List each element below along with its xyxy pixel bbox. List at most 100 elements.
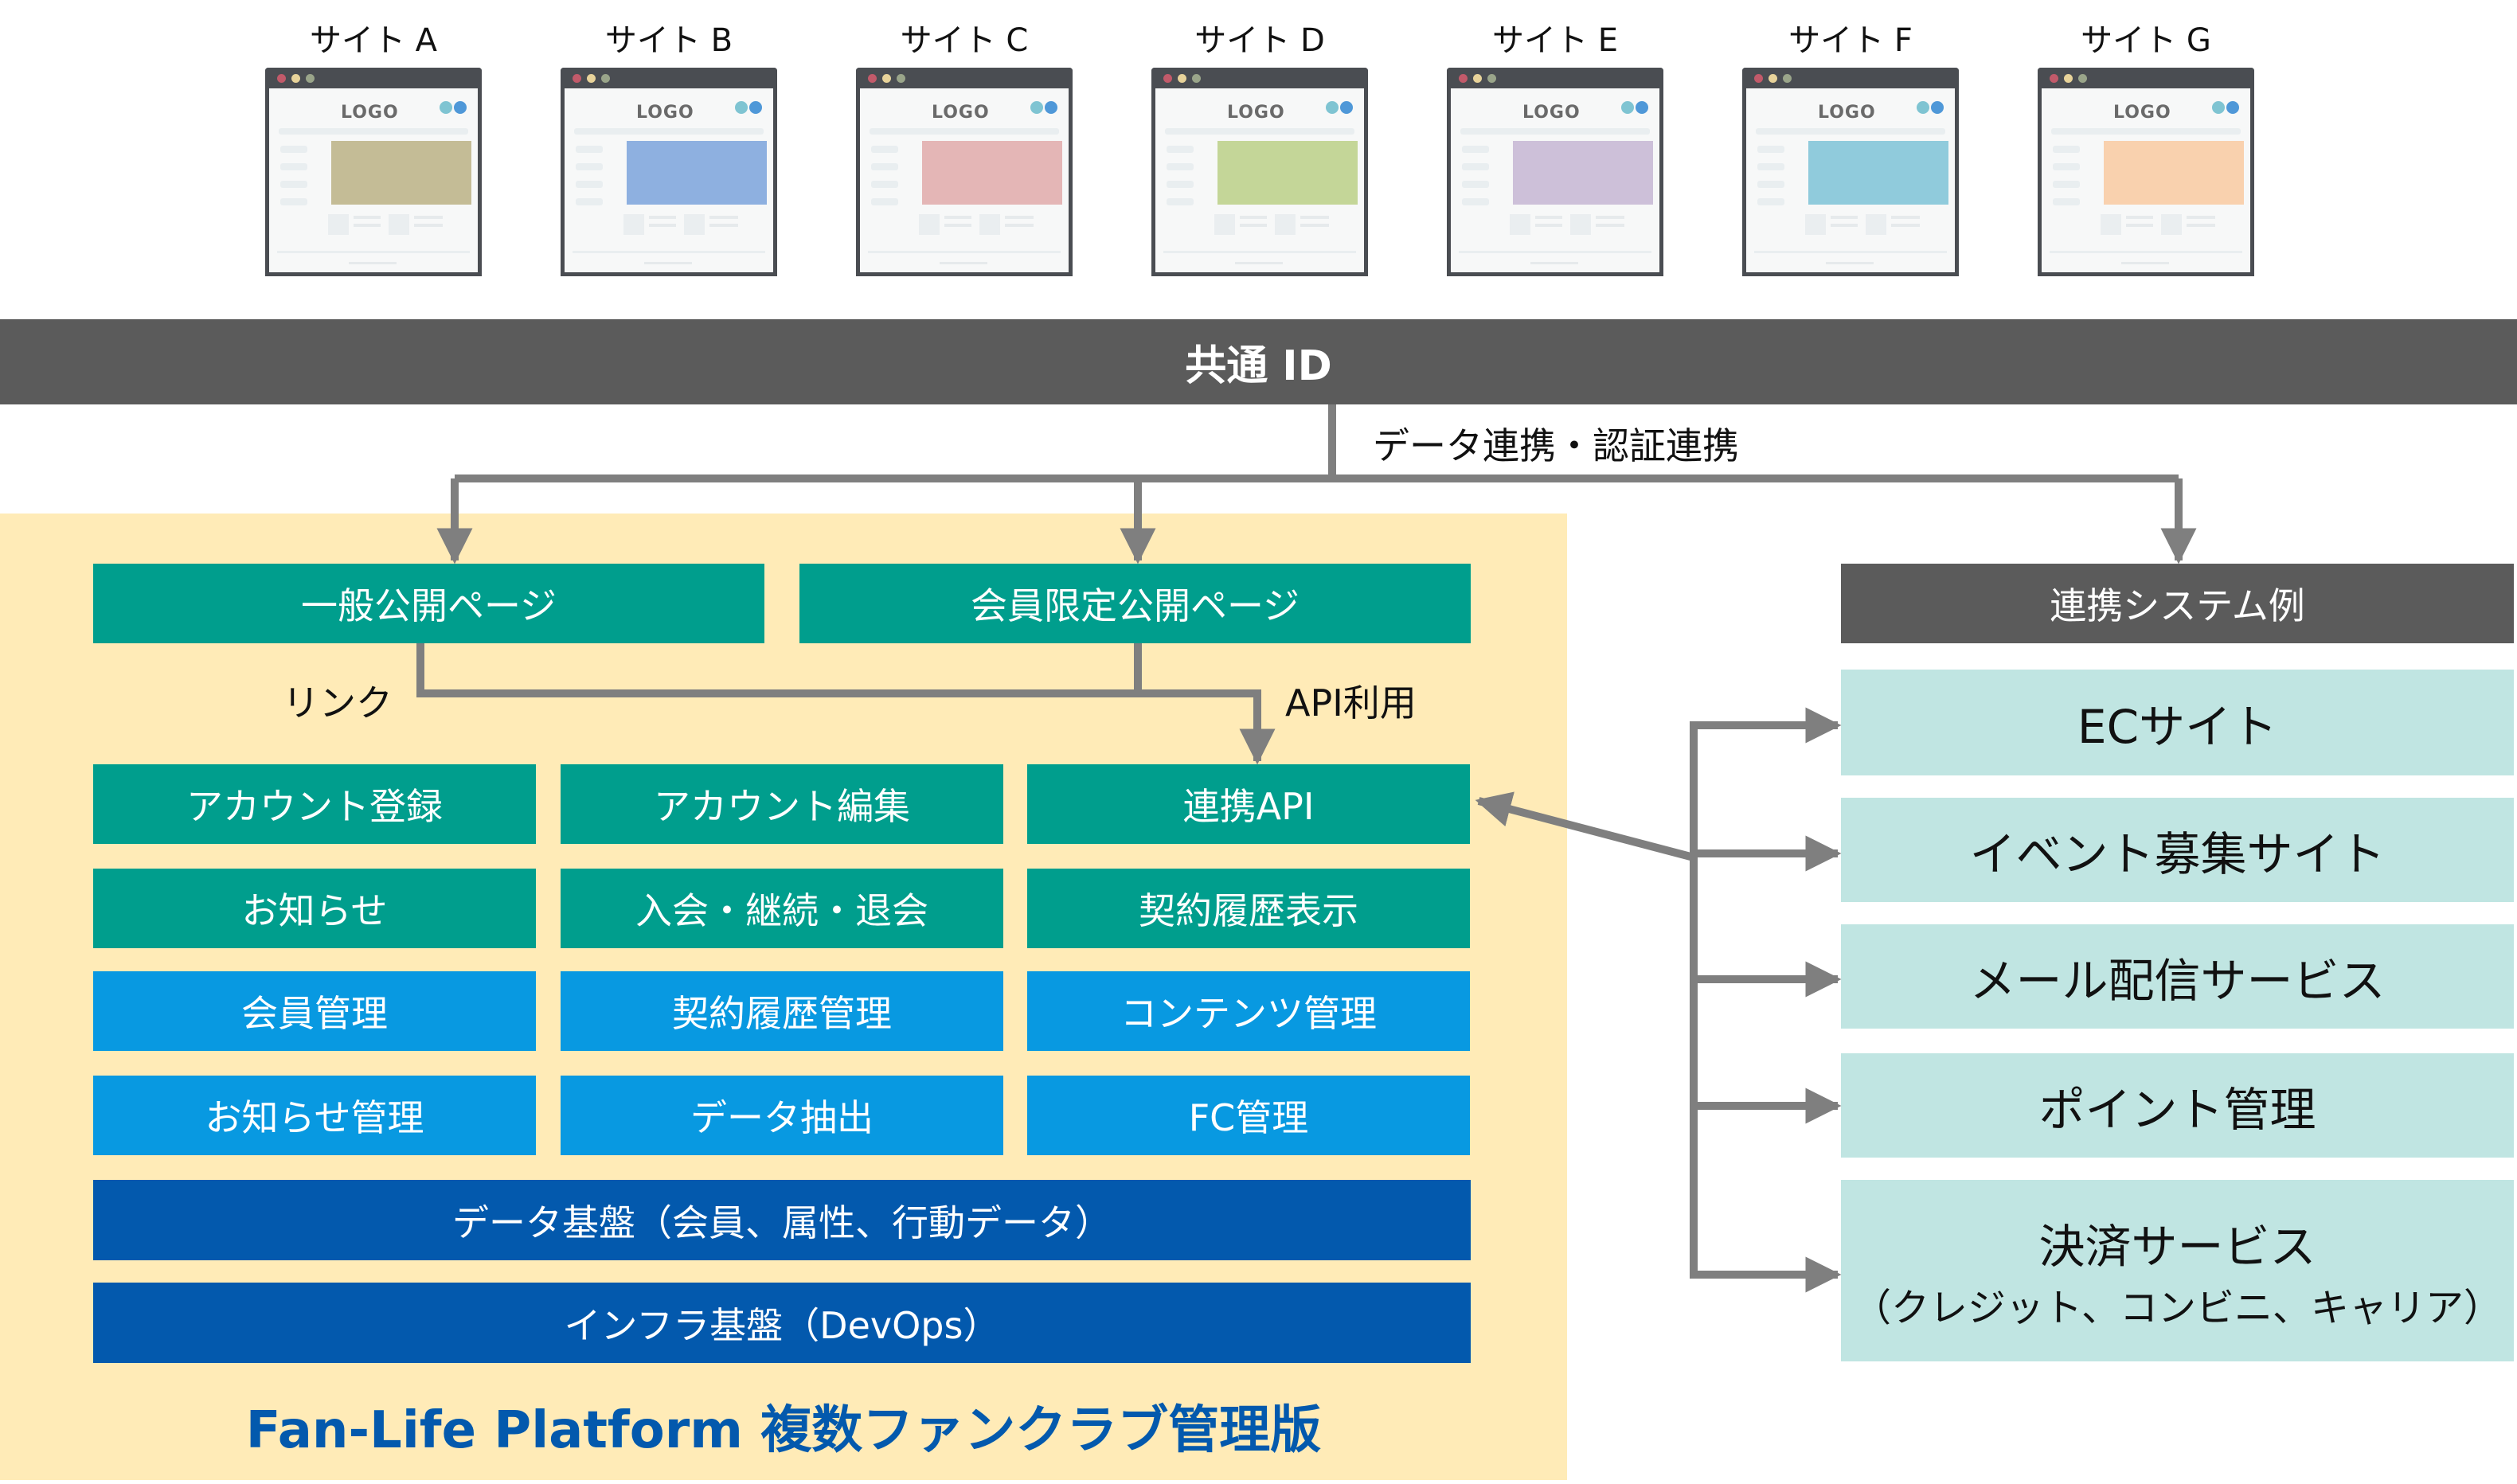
text-placeholder bbox=[2126, 224, 2153, 227]
text-placeholder bbox=[2187, 216, 2215, 219]
text-placeholder bbox=[1005, 224, 1034, 227]
site-label: サイト A bbox=[309, 22, 438, 59]
module-label: アカウント登録 bbox=[186, 785, 443, 828]
module-box: 契約履歴表示 bbox=[1027, 869, 1470, 948]
module-label: 連携API bbox=[1182, 785, 1315, 828]
sidebar-placeholder bbox=[1757, 181, 1784, 188]
sidebar-placeholder bbox=[1167, 198, 1194, 205]
hero-image-placeholder bbox=[922, 141, 1062, 205]
module-label: 会員管理 bbox=[241, 992, 388, 1035]
footer-placeholder bbox=[868, 251, 1061, 253]
window-maximize-dot-icon bbox=[1783, 74, 1792, 83]
text-placeholder bbox=[354, 216, 381, 219]
window-close-dot-icon bbox=[868, 74, 877, 83]
site-logo: LOGO bbox=[932, 103, 990, 123]
linked-system-payment: 決済サービス （クレジット、コンビニ、キャリア） bbox=[1841, 1180, 2514, 1361]
footer-placeholder bbox=[1530, 262, 1578, 264]
hero-image-placeholder bbox=[1217, 141, 1358, 205]
public-page-box: 一般公開ページ bbox=[93, 564, 764, 643]
module-box: 会員管理 bbox=[93, 971, 536, 1051]
social-circle-icon bbox=[749, 101, 762, 114]
linked-system-event: イベント募集サイト bbox=[1841, 798, 2514, 902]
infra-foundation-label: インフラ基盤（DevOps） bbox=[564, 1303, 1000, 1347]
footer-placeholder bbox=[2050, 251, 2242, 253]
sidebar-placeholder bbox=[871, 163, 898, 170]
hero-image-placeholder bbox=[1808, 141, 1948, 205]
sidebar-placeholder bbox=[871, 198, 898, 205]
module-label: FC管理 bbox=[1188, 1096, 1309, 1139]
text-placeholder bbox=[1891, 224, 1920, 227]
linked-system-label: 決済サービス bbox=[2038, 1220, 2316, 1274]
social-circle-icon bbox=[454, 101, 467, 114]
site-window-mockup: LOGO bbox=[1742, 68, 1959, 276]
social-circle-icon bbox=[1621, 101, 1634, 114]
text-placeholder bbox=[1891, 216, 1920, 219]
hero-image-placeholder bbox=[331, 141, 471, 205]
sidebar-placeholder bbox=[1462, 163, 1489, 170]
nav-placeholder bbox=[574, 128, 764, 135]
social-circle-icon bbox=[1045, 101, 1057, 114]
sidebar-placeholder bbox=[280, 198, 307, 205]
sidebar-placeholder bbox=[1757, 198, 1784, 205]
sidebar-placeholder bbox=[576, 198, 603, 205]
linked-systems-header: 連携システム例 bbox=[1841, 564, 2514, 643]
window-minimize-dot-icon bbox=[882, 74, 891, 83]
social-circle-icon bbox=[735, 101, 748, 114]
text-placeholder bbox=[2187, 224, 2215, 227]
browser-titlebar bbox=[1447, 68, 1663, 88]
text-placeholder bbox=[1535, 216, 1562, 219]
data-foundation-label: データ基盤（会員、属性、行動データ） bbox=[452, 1201, 1112, 1244]
browser-titlebar bbox=[561, 68, 777, 88]
thumb-placeholder bbox=[684, 214, 705, 235]
members-only-page-label: 会員限定公開ページ bbox=[970, 584, 1300, 627]
module-label: 入会・継続・退会 bbox=[635, 889, 928, 932]
module-label: お知らせ bbox=[241, 889, 388, 932]
module-box: 連携API bbox=[1027, 764, 1470, 844]
thumb-placeholder bbox=[1214, 214, 1235, 235]
text-placeholder bbox=[1596, 224, 1624, 227]
site-label: サイト C bbox=[900, 22, 1029, 59]
linked-system-label: ECサイト bbox=[2077, 699, 2278, 754]
site-logo: LOGO bbox=[1227, 103, 1285, 123]
nav-placeholder bbox=[1165, 128, 1354, 135]
arrow-to-integration-api bbox=[1475, 791, 1695, 861]
module-label: データ抽出 bbox=[690, 1096, 874, 1139]
linked-system-mail: メール配信サービス bbox=[1841, 924, 2514, 1029]
module-box: FC管理 bbox=[1027, 1076, 1470, 1155]
thumb-placeholder bbox=[2101, 214, 2121, 235]
nav-placeholder bbox=[279, 128, 468, 135]
footer-placeholder bbox=[940, 262, 987, 264]
window-maximize-dot-icon bbox=[306, 74, 315, 83]
social-circle-icon bbox=[440, 101, 452, 114]
nav-placeholder bbox=[870, 128, 1059, 135]
footer-placeholder bbox=[1459, 251, 1651, 253]
text-placeholder bbox=[709, 216, 738, 219]
footer-placeholder bbox=[1754, 251, 1947, 253]
site-label: サイト E bbox=[1492, 22, 1618, 59]
module-label: アカウント編集 bbox=[654, 785, 910, 828]
thumb-placeholder bbox=[623, 214, 644, 235]
window-maximize-dot-icon bbox=[897, 74, 905, 83]
text-placeholder bbox=[649, 224, 676, 227]
text-placeholder bbox=[1831, 224, 1858, 227]
text-placeholder bbox=[944, 216, 971, 219]
window-close-dot-icon bbox=[1459, 74, 1468, 83]
social-circle-icon bbox=[1636, 101, 1648, 114]
site-logo: LOGO bbox=[2113, 103, 2171, 123]
social-circle-icon bbox=[2226, 101, 2239, 114]
browser-titlebar bbox=[856, 68, 1073, 88]
thumb-placeholder bbox=[1570, 214, 1591, 235]
sidebar-placeholder bbox=[576, 163, 603, 170]
text-placeholder bbox=[1535, 224, 1562, 227]
browser-titlebar bbox=[2038, 68, 2254, 88]
sidebar-placeholder bbox=[1167, 181, 1194, 188]
linked-system-label: イベント募集サイト bbox=[1969, 826, 2386, 881]
thumb-placeholder bbox=[328, 214, 349, 235]
text-placeholder bbox=[2126, 216, 2153, 219]
infra-foundation-box: インフラ基盤（DevOps） bbox=[93, 1283, 1471, 1363]
site-window-mockup: LOGO bbox=[1151, 68, 1368, 276]
site-window-mockup: LOGO bbox=[856, 68, 1073, 276]
linked-system-ec: ECサイト bbox=[1841, 670, 2514, 775]
module-label: 契約履歴表示 bbox=[1139, 889, 1358, 932]
